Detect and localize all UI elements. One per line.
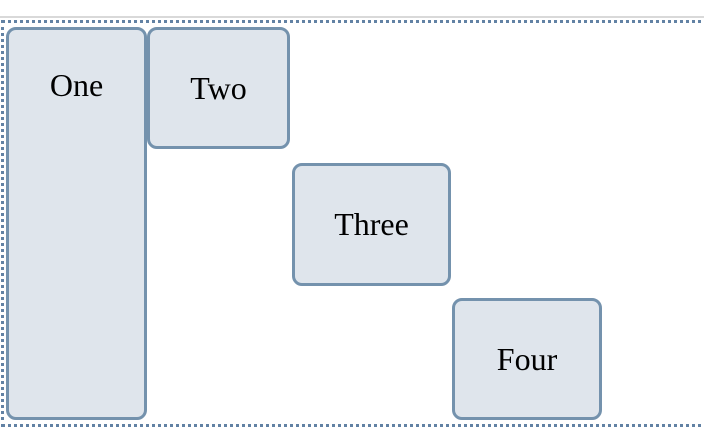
box-two-label: Two bbox=[190, 69, 247, 106]
box-four-label: Four bbox=[496, 340, 558, 377]
box-three-label: Three bbox=[334, 206, 409, 243]
box-one: One bbox=[6, 27, 147, 420]
dotted-container-outline bbox=[1, 20, 704, 427]
box-four: Four bbox=[452, 298, 602, 420]
box-one-label: One bbox=[49, 67, 104, 103]
top-hairline bbox=[0, 16, 704, 18]
box-three: Three bbox=[292, 163, 451, 286]
box-two: Two bbox=[147, 27, 290, 149]
